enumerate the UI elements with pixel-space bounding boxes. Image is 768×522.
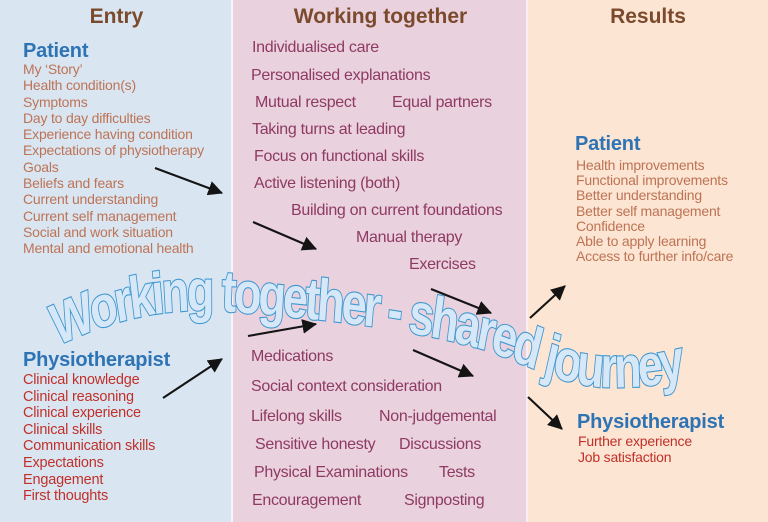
working-item: Exercises <box>409 256 476 273</box>
results-physiotherapist-item: Further experience <box>578 433 692 449</box>
results-patient-heading: Patient <box>575 133 641 155</box>
working-item: Active listening (both) <box>254 175 401 192</box>
entry-patient-heading: Patient <box>23 40 89 62</box>
working-item: Sensitive honesty <box>255 436 376 453</box>
entry-physiotherapist-item: Clinical knowledge <box>23 372 140 388</box>
entry-patient-item: Goals <box>23 158 59 175</box>
working-item: Focus on functional skills <box>254 148 425 165</box>
entry-physiotherapist-heading: Physiotherapist <box>23 349 171 371</box>
results-patient-item: Better understanding <box>576 187 702 204</box>
working-item: Manual therapy <box>356 229 463 246</box>
working-item: Lifelong skills <box>251 408 342 425</box>
results-patient-item: Functional improvements <box>576 172 728 189</box>
column-divider <box>526 0 528 522</box>
entry-patient-item: My ‘Story’ <box>23 61 83 77</box>
entry-physiotherapist-item: Clinical reasoning <box>23 388 134 405</box>
working-item: Discussions <box>399 436 482 453</box>
entry-patient-item: Health condition(s) <box>23 77 136 94</box>
entry-title: Entry <box>89 5 144 28</box>
working-item: Equal partners <box>392 94 492 111</box>
entry-physiotherapist-item: Engagement <box>23 471 104 488</box>
working-item: Tests <box>439 464 475 481</box>
working-item: Individualised care <box>252 39 379 56</box>
working-item: Social context consideration <box>251 378 442 395</box>
entry-physiotherapist-item: Communication skills <box>23 438 156 455</box>
entry-patient-item: Current self management <box>23 207 177 224</box>
entry-patient-item: Mental and emotional health <box>23 240 194 257</box>
working-together-title: Working together <box>293 5 468 28</box>
entry-patient-item: Day to day difficulties <box>23 109 151 126</box>
working-item: Non-judgemental <box>379 408 497 425</box>
results-physiotherapist-item: Job satisfaction <box>578 448 672 465</box>
entry-physiotherapist-item: Clinical skills <box>23 421 103 438</box>
results-patient-item: Health improvements <box>576 157 705 173</box>
entry-patient-item: Current understanding <box>23 191 159 208</box>
working-item: Physical Examinations <box>254 464 408 481</box>
results-physiotherapist-heading: Physiotherapist <box>577 411 725 433</box>
working-item: Mutual respect <box>255 94 356 111</box>
working-item: Signposting <box>404 492 485 509</box>
entry-physiotherapist-item: First thoughts <box>23 488 109 505</box>
entry-patient-item: Symptoms <box>23 93 88 110</box>
entry-patient-item: Social and work situation <box>23 223 173 240</box>
entry-column <box>0 0 233 522</box>
results-patient-item: Access to further info/care <box>576 248 734 265</box>
entry-patient-item: Expectations of physiotherapy <box>23 142 204 159</box>
entry-physiotherapist-item: Expectations <box>23 454 104 471</box>
entry-patient-item: Experience having condition <box>23 126 193 143</box>
working-together-column <box>233 0 528 522</box>
results-patient-item: Able to apply learning <box>576 233 707 250</box>
working-item: Personalised explanations <box>251 67 431 84</box>
working-item: Encouragement <box>252 492 362 509</box>
results-patient-item: Better self management <box>576 202 721 219</box>
entry-physiotherapist-item: Clinical experience <box>23 405 141 422</box>
working-item: Building on current foundations <box>291 202 503 219</box>
entry-patient-item: Beliefs and fears <box>23 175 124 192</box>
working-item: Medications <box>251 348 334 365</box>
results-patient-item: Confidence <box>576 217 645 234</box>
results-title: Results <box>610 5 686 28</box>
results-column <box>528 0 768 522</box>
column-divider <box>231 0 233 522</box>
working-item: Taking turns at leading <box>252 121 406 138</box>
